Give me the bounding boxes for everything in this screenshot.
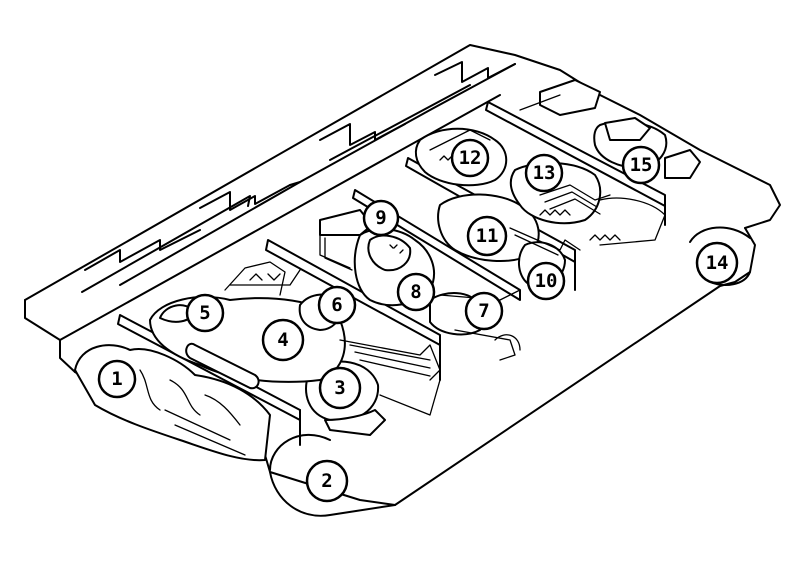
callout-circle [450,138,490,178]
callout-12: 12 [450,138,490,178]
callout-number: 1 [111,368,122,390]
callout-circle [318,366,362,410]
callout-circle [526,261,566,301]
callout-2: 2 [305,459,349,503]
callout-7: 7 [464,291,504,331]
callout-number: 14 [706,252,729,274]
callout-1: 1 [97,359,137,399]
callout-13: 13 [524,153,564,193]
callout-number: 13 [533,162,556,184]
callout-circle [466,215,508,257]
callout-6: 6 [317,285,357,325]
callout-number: 2 [321,470,332,492]
callout-circle [305,459,349,503]
callout-circle [396,272,436,312]
callout-circle [185,293,225,333]
callout-circle [695,241,739,285]
track-cover-steps [81,61,516,293]
callout-circle [261,318,305,362]
callout-8: 8 [396,272,436,312]
callout-circle [317,285,357,325]
callout-15: 15 [621,145,661,185]
callout-number: 6 [331,294,342,316]
callout-number: 7 [478,300,489,322]
callout-number: 5 [199,302,210,324]
callout-circle [621,145,661,185]
callout-number: 12 [459,147,482,169]
callout-number: 11 [476,225,499,247]
callout-number: 15 [630,154,653,176]
callout-number: 10 [535,270,558,292]
callout-14: 14 [695,241,739,285]
callout-11: 11 [466,215,508,257]
callout-number: 8 [410,281,421,303]
callout-number: 3 [334,377,345,399]
callout-9: 9 [362,199,400,237]
callout-4: 4 [261,318,305,362]
callout-circle [464,291,504,331]
callout-circle [97,359,137,399]
callout-5: 5 [185,293,225,333]
callout-3: 3 [318,366,362,410]
callout-circle [362,199,400,237]
callout-number: 9 [375,207,386,229]
callout-number: 4 [277,329,288,351]
callout-10: 10 [526,261,566,301]
callout-circle [524,153,564,193]
